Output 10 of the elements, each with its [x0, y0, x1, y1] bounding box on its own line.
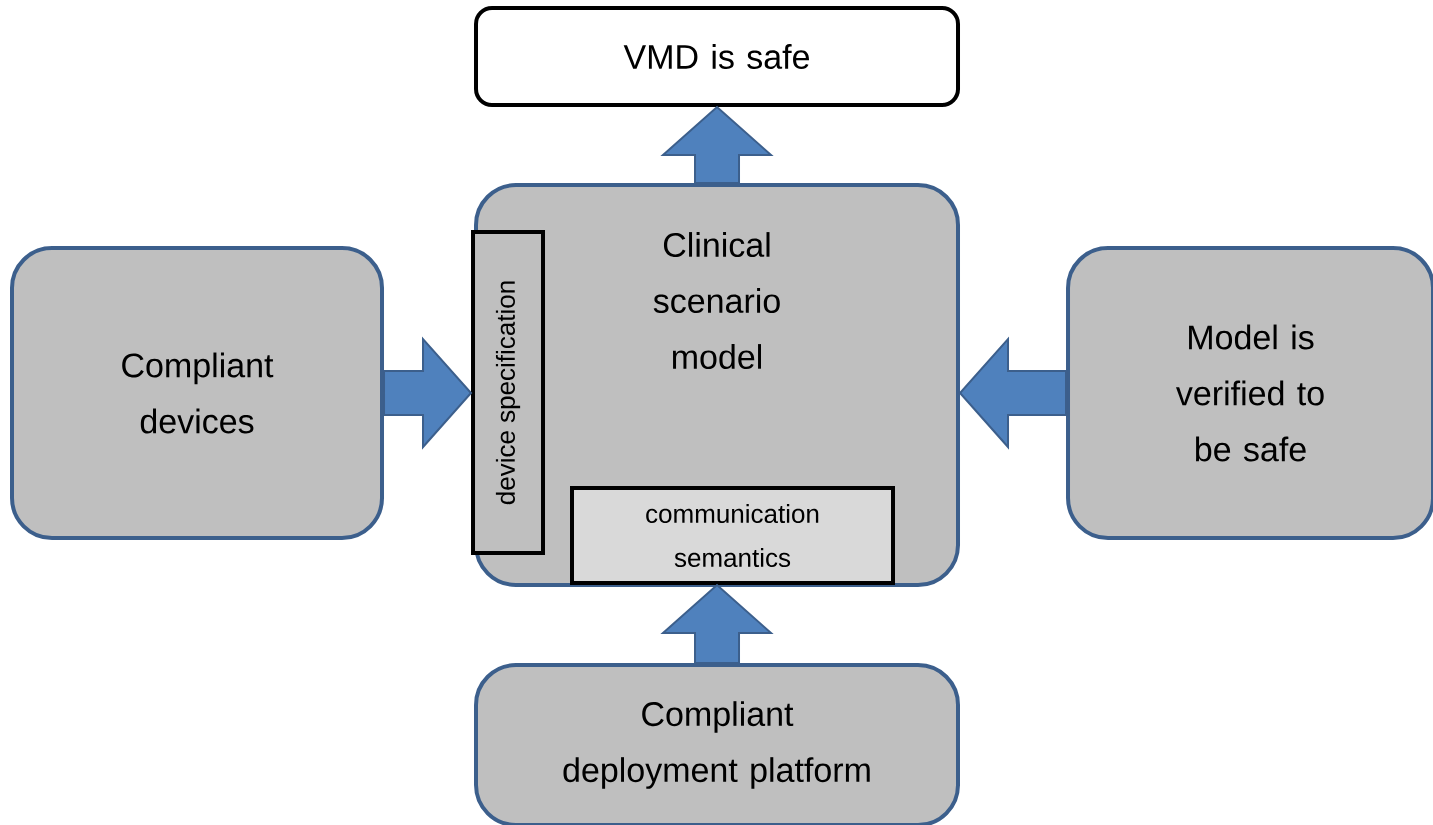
- label-strip: device specification: [471, 230, 545, 555]
- block-arrow: [660, 583, 774, 664]
- block-arrow: [660, 105, 774, 184]
- input-box: Compliant deployment platform: [474, 663, 960, 825]
- block-arrow: [958, 336, 1067, 450]
- input-box: Model is verified to be safe: [1066, 246, 1433, 540]
- label-strip: communication semantics: [570, 486, 895, 585]
- input-box: Compliant devices: [10, 246, 384, 540]
- block-arrow: [383, 336, 473, 450]
- result-box: VMD is safe: [474, 6, 960, 107]
